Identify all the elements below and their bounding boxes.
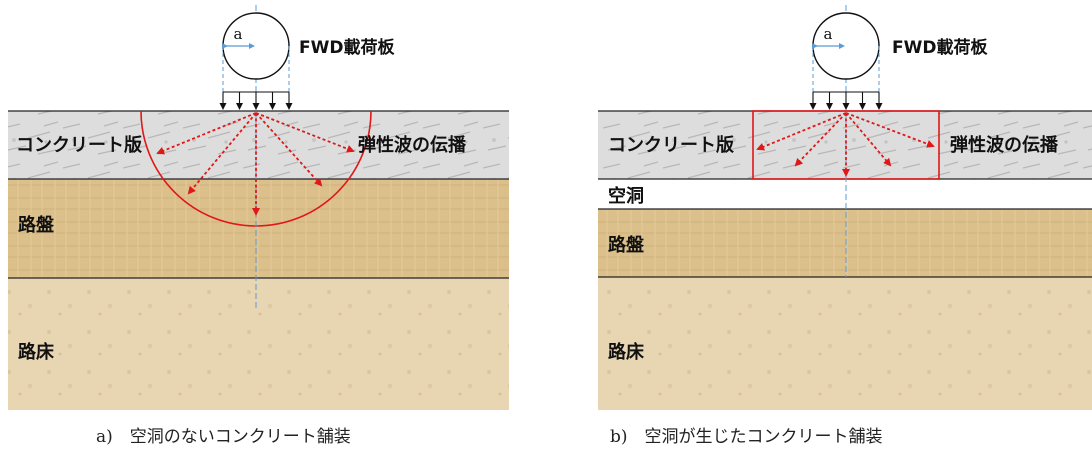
caption-b: b) 空洞が生じたコンクリート舗装 [610,427,883,447]
void-label: 空洞 [608,185,644,207]
load-arrows [219,91,293,110]
concrete-slab-label: コンクリート版 [16,134,142,156]
wave-propagation-label: 弾性波の伝播 [358,134,467,156]
load-plate-label: FWD載荷板 [299,37,395,58]
caption-a: a) 空洞のないコンクリート舗装 [96,427,351,447]
panel-a: a FWD載荷板 コンクリート版 弾性波の伝播 路盤 路床 a) 空洞のないコン… [8,5,509,447]
concrete-slab-label: コンクリート版 [608,134,734,156]
radius-symbol: a [824,25,833,43]
wave-arrows [756,112,935,177]
wave-arrows [156,112,355,216]
wave-arrow [845,112,935,148]
base-course-layer [8,179,509,278]
void-layer [598,179,1092,209]
wave-arrow [794,112,847,167]
load-plate-label: FWD載荷板 [892,37,988,58]
wave-arrow [187,112,257,195]
base-course-layer [598,209,1092,277]
concrete-slab-layer [8,111,509,179]
base-course-label: 路盤 [18,214,55,236]
load-arrows [809,91,883,110]
subgrade-layer [598,277,1092,410]
base-course-label: 路盤 [608,234,645,256]
panel-b: a FWD載荷板 コンクリート版 弾性波の伝播 空洞 路盤 路床 b) 空洞が生… [598,5,1092,447]
radius-symbol: a [234,25,243,43]
wave-arrow [255,112,355,153]
subgrade-layer [8,278,509,410]
subgrade-label: 路床 [608,341,645,363]
wave-arrow [756,112,847,151]
wave-arrow [845,112,892,167]
concrete-slab-layer [598,111,1092,179]
wave-propagation-label: 弾性波の伝播 [950,134,1059,156]
subgrade-label: 路床 [18,341,55,363]
wave-arrow [156,112,257,155]
